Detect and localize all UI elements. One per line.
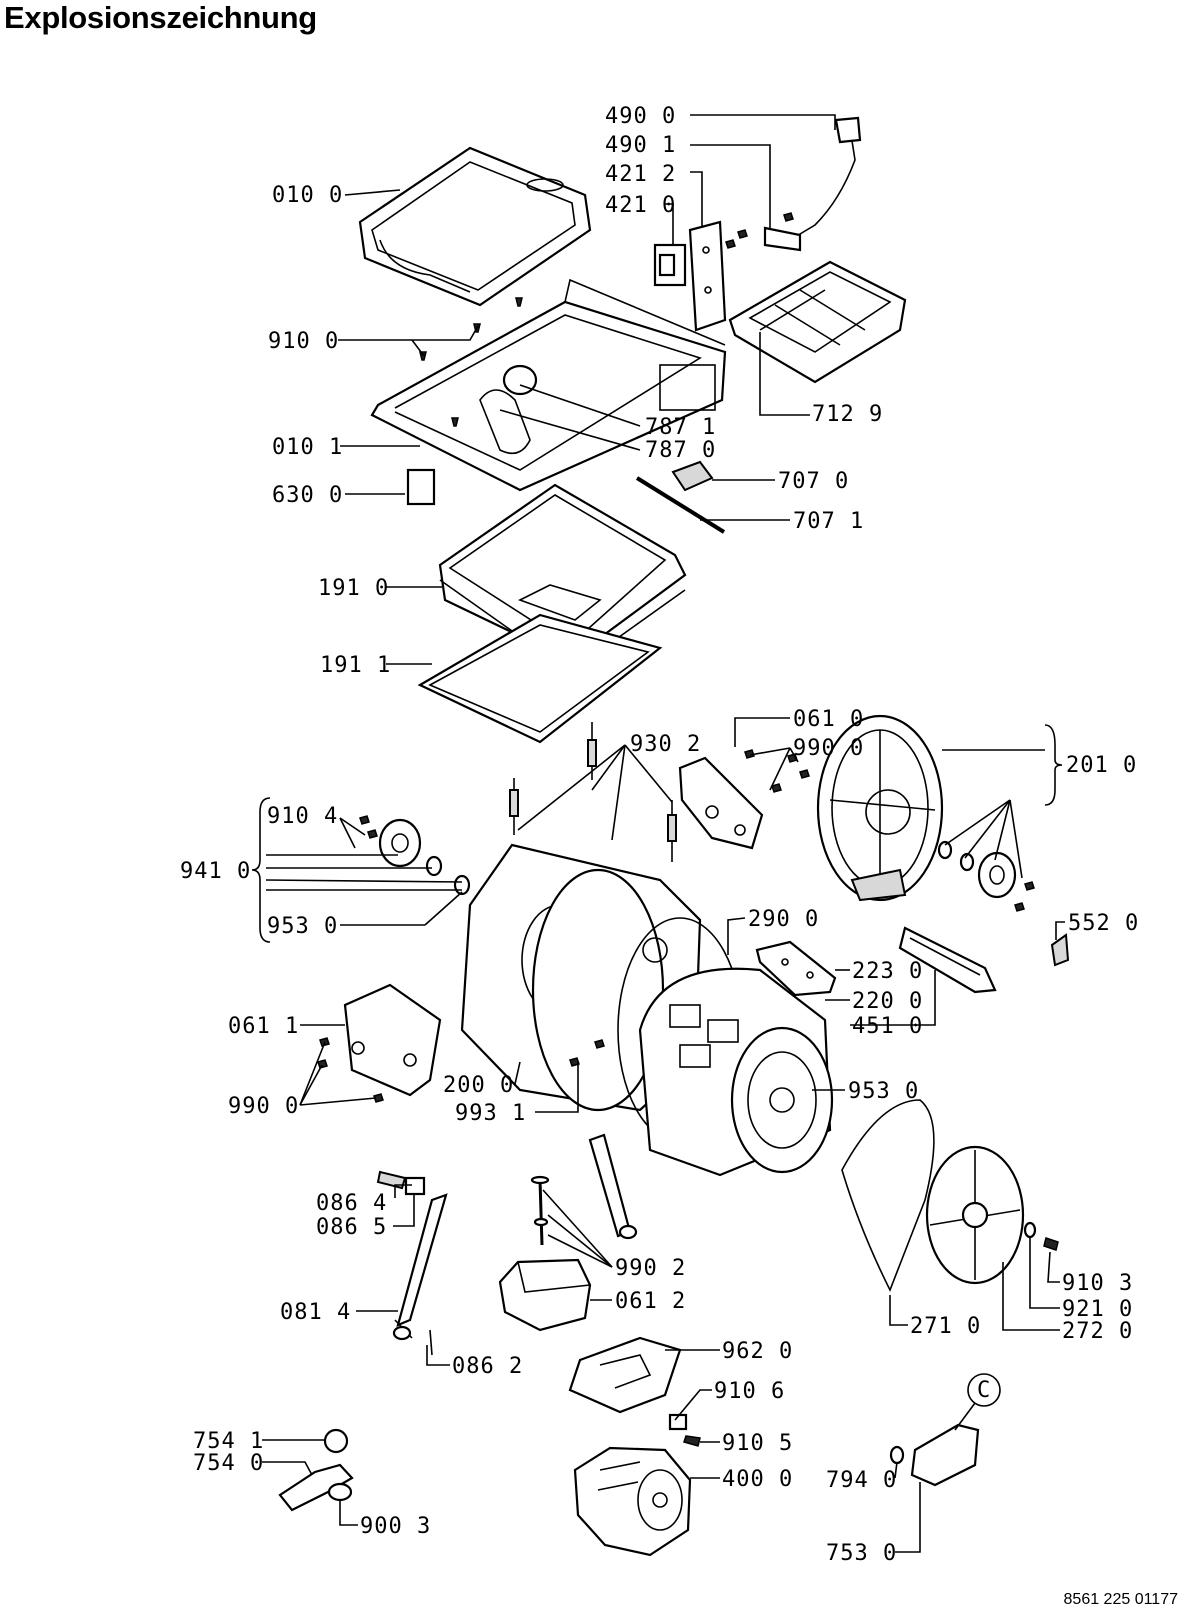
part-drum [638, 967, 834, 1177]
callout-707-0: 707 0 [778, 469, 849, 494]
part-drum-paddle [755, 940, 837, 997]
part-shock-absorber-right [588, 1133, 638, 1240]
part-seal-plate [417, 613, 663, 744]
part-bearing-hub-right [937, 840, 1017, 899]
callout-490-0: 490 0 [605, 104, 676, 129]
callout-552-0: 552 0 [1068, 911, 1139, 936]
part-mains-filter [653, 243, 687, 287]
part-washer [1023, 1221, 1037, 1239]
callout-200-0: 200 0 [443, 1073, 514, 1098]
callout-921-0: 921 0 [1062, 1297, 1133, 1322]
part-counterweight-bottom [498, 1258, 592, 1332]
callout-993-1: 993 1 [455, 1101, 526, 1126]
part-power-cord [763, 116, 862, 252]
callout-191-1: 191 1 [320, 653, 391, 678]
part-bolt-set [530, 1175, 550, 1246]
part-drain-hose-filter [278, 1428, 354, 1512]
part-rear-tub-half [816, 714, 944, 902]
callout-953-0-left: 953 0 [267, 914, 338, 939]
callout-753-0: 753 0 [826, 1541, 897, 1566]
callout-271-0: 271 0 [910, 1314, 981, 1339]
callout-754-1: 754 1 [193, 1429, 264, 1454]
part-motor-plate-clip [668, 1413, 688, 1431]
callout-010-1: 010 1 [272, 435, 343, 460]
part-counterweight-front [343, 983, 442, 1097]
part-shock-absorber-left [392, 1193, 448, 1356]
callout-910-3: 910 3 [1062, 1271, 1133, 1296]
part-shock-pin [376, 1170, 426, 1196]
callout-712-9: 712 9 [812, 402, 883, 427]
part-counterweight-top [678, 756, 764, 850]
callout-086-2: 086 2 [452, 1354, 523, 1379]
callout-930-2: 930 2 [630, 732, 701, 757]
callout-910-6: 910 6 [714, 1379, 785, 1404]
callout-451-0: 451 0 [852, 1014, 923, 1039]
callout-962-0: 962 0 [722, 1339, 793, 1364]
callout-061-1: 061 1 [228, 1014, 299, 1039]
callout-191-0: 191 0 [318, 576, 389, 601]
part-motor-bracket-plate [568, 1336, 682, 1414]
part-bracket [688, 220, 727, 332]
part-cover-clip [406, 468, 436, 506]
callout-910-5: 910 5 [722, 1431, 793, 1456]
callout-086-5: 086 5 [316, 1215, 387, 1240]
part-drive-belt [841, 1099, 935, 1292]
callout-787-1: 787 1 [645, 415, 716, 440]
part-bearing-hub-left [378, 818, 471, 896]
callout-630-0: 630 0 [272, 483, 343, 508]
circle-c-label: C [977, 1378, 991, 1403]
part-pulley-screw [1043, 1237, 1059, 1251]
part-motor [573, 1446, 692, 1557]
callout-754-0: 754 0 [193, 1451, 264, 1476]
callout-990-2: 990 2 [615, 1256, 686, 1281]
callout-910-0: 910 0 [268, 329, 339, 354]
callout-010-0: 010 0 [272, 183, 343, 208]
callout-941-0: 941 0 [180, 859, 251, 884]
leader-lines [251, 114, 1065, 1553]
callout-220-0: 220 0 [852, 989, 923, 1014]
callout-272-0: 272 0 [1062, 1319, 1133, 1344]
callout-400-0: 400 0 [722, 1467, 793, 1492]
part-drain-pump [889, 1423, 980, 1487]
callout-990-0-top: 990 0 [793, 736, 864, 761]
callout-421-0: 421 0 [605, 193, 676, 218]
part-top-frame [370, 278, 727, 492]
callout-081-4: 081 4 [280, 1300, 351, 1325]
page-title: Explosionszeichnung [4, 0, 317, 35]
part-drum-pulley [925, 1145, 1025, 1285]
part-heating-element [898, 926, 997, 994]
callout-061-2: 061 2 [615, 1289, 686, 1314]
callout-490-1: 490 1 [605, 133, 676, 158]
callout-910-4: 910 4 [267, 804, 338, 829]
callout-421-2: 421 2 [605, 162, 676, 187]
callout-794-0: 794 0 [826, 1468, 897, 1493]
callout-061-0: 061 0 [793, 707, 864, 732]
callout-201-0: 201 0 [1066, 753, 1137, 778]
callout-223-0: 223 0 [852, 959, 923, 984]
callout-953-0-right: 953 0 [848, 1079, 919, 1104]
circle-c-marker [967, 1373, 1001, 1407]
callout-086-4: 086 4 [316, 1191, 387, 1216]
callout-787-0: 787 0 [645, 438, 716, 463]
part-door-switch [635, 460, 726, 534]
callout-707-1: 707 1 [793, 509, 864, 534]
part-top-tub-ring [438, 483, 687, 673]
document-number: 8561 225 01177 [1063, 1591, 1178, 1608]
part-detergent-drawer [358, 146, 592, 307]
callout-990-0-left: 990 0 [228, 1094, 299, 1119]
part-motor-screw [683, 1435, 701, 1447]
callout-900-3: 900 3 [360, 1514, 431, 1539]
part-electronic-module [728, 260, 907, 384]
part-ntc-sensor [1050, 933, 1070, 967]
callout-290-0: 290 0 [748, 907, 819, 932]
